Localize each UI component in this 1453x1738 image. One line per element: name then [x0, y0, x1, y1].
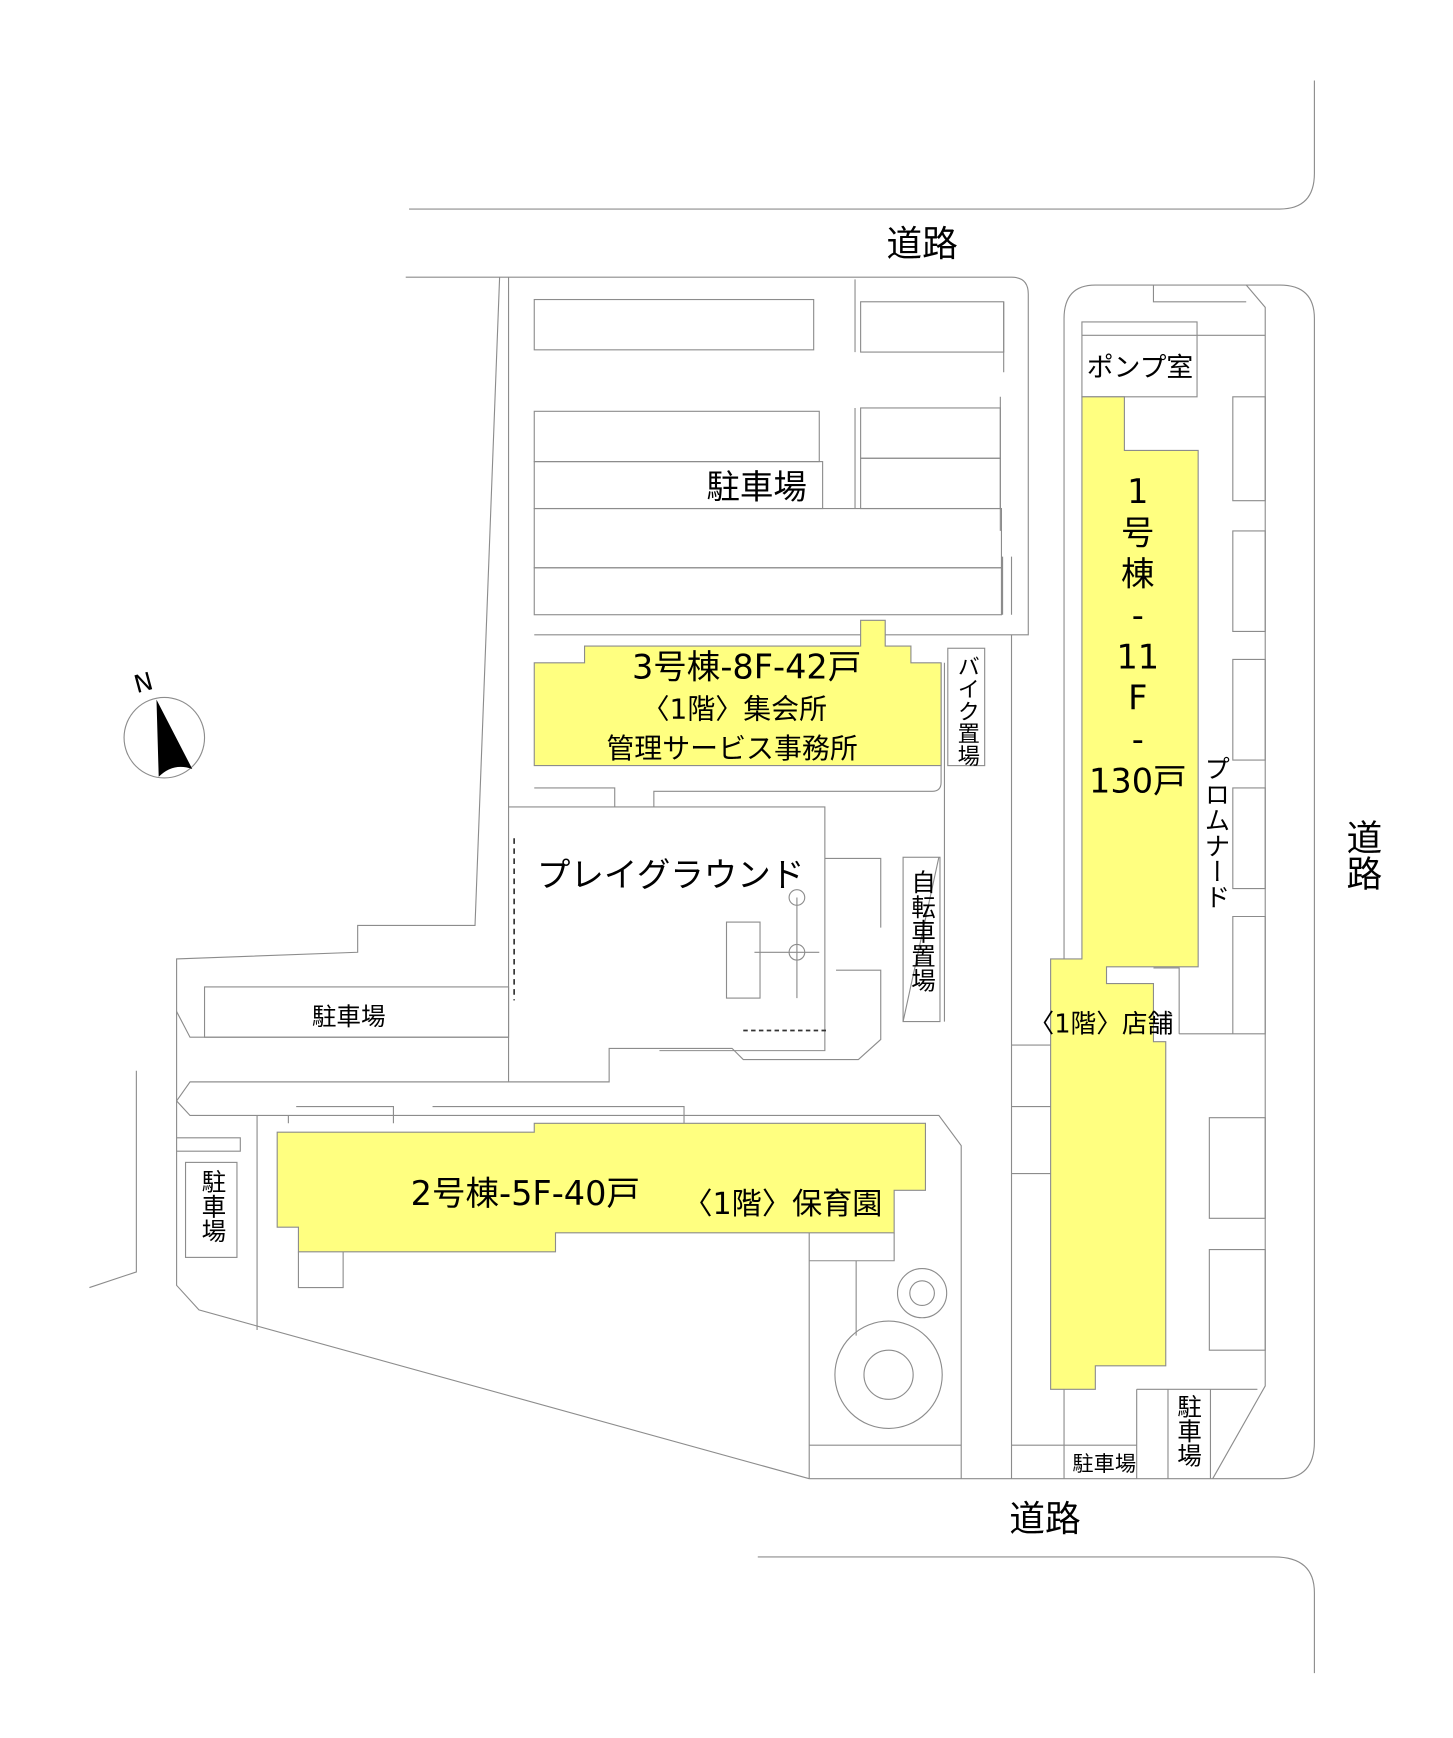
building-1: [1050, 396, 1199, 1390]
building-3-floor1: 〈1階〉集会所: [642, 693, 827, 726]
building-1-title: 1 号 棟 - 11 F - 130戸: [1089, 472, 1187, 800]
parking-sw-label: 駐車場: [198, 1169, 227, 1243]
building-1-title-part: -: [1132, 720, 1144, 759]
promenade-label: プロムナード: [1200, 756, 1230, 910]
building-2: [276, 1122, 927, 1253]
site-structures: [175, 396, 1266, 1479]
road-label-bottom: 道路: [1009, 1499, 1081, 1540]
building-1-title-part: -: [1132, 596, 1144, 635]
building-1-title-part: 11: [1116, 637, 1159, 676]
road-label-top: 道路: [886, 224, 957, 265]
parking-se-label: 駐車場: [1072, 1452, 1136, 1477]
building-2-floor1: 〈1階〉保育園: [682, 1187, 882, 1222]
road-lines: [89, 80, 1315, 1674]
building-3: [533, 619, 942, 767]
building-1-title-part: 号: [1121, 513, 1155, 552]
road-label-right: 道路: [1341, 819, 1382, 891]
parking-north-label: 駐車場: [706, 467, 807, 506]
parking-lot-north: [533, 279, 1013, 616]
building-1-title-part: F: [1128, 679, 1147, 718]
playground-label: プレイグラウンド: [537, 855, 804, 894]
building-1-title-part: 1: [1127, 472, 1148, 511]
compass-label: N: [131, 666, 156, 699]
building-3-title: 3号棟-8F-42戸: [632, 647, 861, 686]
parking-west-label: 駐車場: [312, 1002, 386, 1031]
pump-room-label: ポンプ室: [1087, 353, 1193, 384]
building-2-title: 2号棟-5F-40戸: [411, 1174, 640, 1213]
building-1-title-part: 130戸: [1089, 761, 1187, 800]
bicycle-parking-label: 自転車置場: [908, 869, 937, 992]
site-boundary: [176, 277, 1266, 1480]
bike-parking-label: バイク置場: [954, 655, 980, 767]
north-arrow-icon: N: [123, 666, 206, 779]
parking-se2-label: 駐車場: [1174, 1393, 1203, 1467]
building-3-office: 管理サービス事務所: [606, 732, 857, 765]
building-1-title-part: 棟: [1121, 555, 1155, 594]
building-1-floor1: 〈1階〉店舗: [1029, 1010, 1174, 1040]
